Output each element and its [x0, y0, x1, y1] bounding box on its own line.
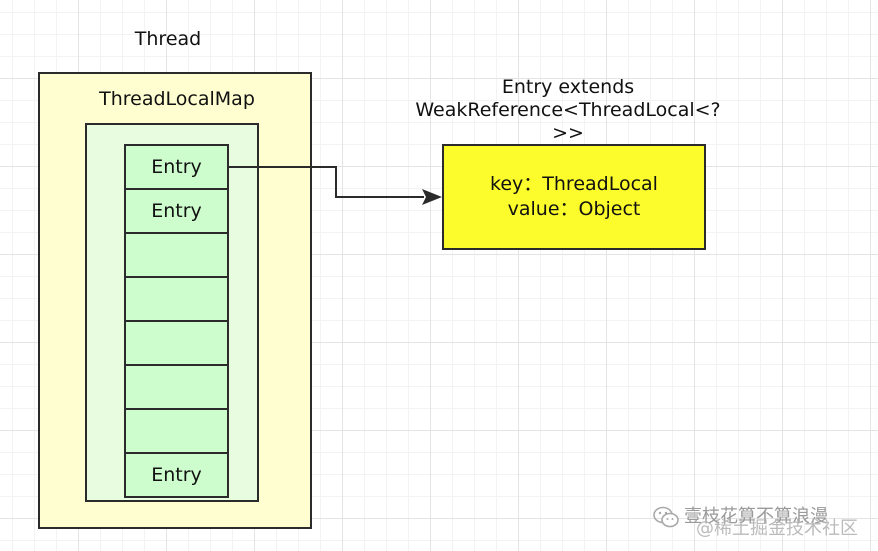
entry-slot-4 — [124, 278, 229, 322]
entry-slot-7 — [124, 410, 229, 454]
entry-table: Entry Entry Entry — [124, 144, 229, 498]
wechat-icon — [653, 506, 679, 528]
entry-slot-8: Entry — [124, 454, 229, 498]
entry-value-text: value：Object — [507, 198, 641, 220]
entry-note-line-1: Entry extends — [501, 76, 635, 98]
entry-slot-5 — [124, 322, 229, 366]
entry-slot-1: Entry — [124, 146, 229, 190]
watermark-account: 壹枝花算不算浪漫 — [684, 506, 828, 527]
entry-slot-3 — [124, 234, 229, 278]
entry-slot-2: Entry — [124, 190, 229, 234]
entry-note-line-2: WeakReference<ThreadLocal<?>> — [415, 99, 721, 144]
entry-key-text: key：ThreadLocal — [490, 173, 658, 195]
watermark: 壹枝花算不算浪漫 @稀土掘金技术社区 — [648, 500, 872, 540]
arrowhead-icon — [422, 189, 442, 205]
thread-label: Thread — [134, 28, 202, 50]
entry-slot-6 — [124, 366, 229, 410]
threadlocalmap-label: ThreadLocalMap — [99, 88, 255, 110]
watermark-site: @稀土掘金技术社区 — [696, 518, 858, 539]
connector-line — [229, 166, 424, 198]
entry-extends-note: Entry extends WeakReference<ThreadLocal<… — [400, 76, 736, 145]
entry-detail-box: key：ThreadLocal value：Object — [442, 144, 706, 250]
